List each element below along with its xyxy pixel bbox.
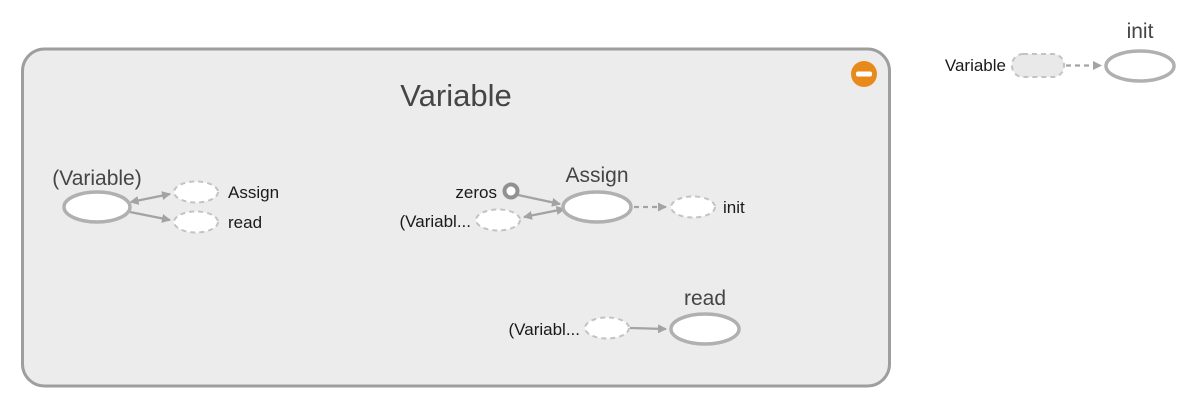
variable-op-group: (Variable) Assign read <box>52 167 279 234</box>
edge-assign-variable-ref <box>523 206 566 220</box>
init-node-title: init <box>1127 20 1154 43</box>
collapse-button[interactable] <box>851 61 877 87</box>
variable-op-node[interactable] <box>62 190 132 224</box>
read-op-node[interactable] <box>669 312 741 346</box>
read-annotation-label: read <box>228 213 262 232</box>
edge-variable-read <box>129 210 171 223</box>
read-annotation-ellipse[interactable] <box>173 210 219 234</box>
read-node-title: read <box>684 287 726 310</box>
read-input-annotation-ellipse[interactable] <box>584 316 630 340</box>
read-input-annotation-label: (Variabl... <box>509 320 581 339</box>
edge-variable-read-input <box>629 324 667 334</box>
init-op-node[interactable] <box>1104 49 1176 83</box>
variable-namespace-group: Variable (Variable) Assign read Assign z… <box>21 47 891 388</box>
variable-proxy-label: Variable <box>945 56 1006 75</box>
init-op-group: init Variable <box>945 20 1176 83</box>
assign-node-title: Assign <box>565 164 628 187</box>
init-annotation-label: init <box>723 198 745 217</box>
variable-ref-annotation-ellipse[interactable] <box>475 208 521 232</box>
edge-variable-assign-ref <box>129 191 171 205</box>
assign-op-node[interactable] <box>561 190 633 224</box>
variable-group-title: Variable <box>400 78 511 113</box>
edge-zeros-assign <box>517 193 561 207</box>
zeros-annotation-label: zeros <box>455 183 497 202</box>
variable-group-box[interactable] <box>21 47 891 388</box>
assign-annotation-label: Assign <box>228 183 279 202</box>
variable-op-label: (Variable) <box>52 167 141 190</box>
read-op-group: read (Variabl... <box>509 287 741 346</box>
init-annotation-ellipse[interactable] <box>670 195 716 219</box>
assign-annotation-ellipse[interactable] <box>173 180 219 204</box>
variable-ref-annotation-label: (Variabl... <box>400 212 472 231</box>
zeros-annotation-circle[interactable] <box>502 182 520 200</box>
assign-op-group: Assign zeros (Variabl... init <box>400 164 745 232</box>
minus-icon-bar <box>856 71 872 77</box>
variable-proxy-rect[interactable] <box>1011 53 1065 78</box>
